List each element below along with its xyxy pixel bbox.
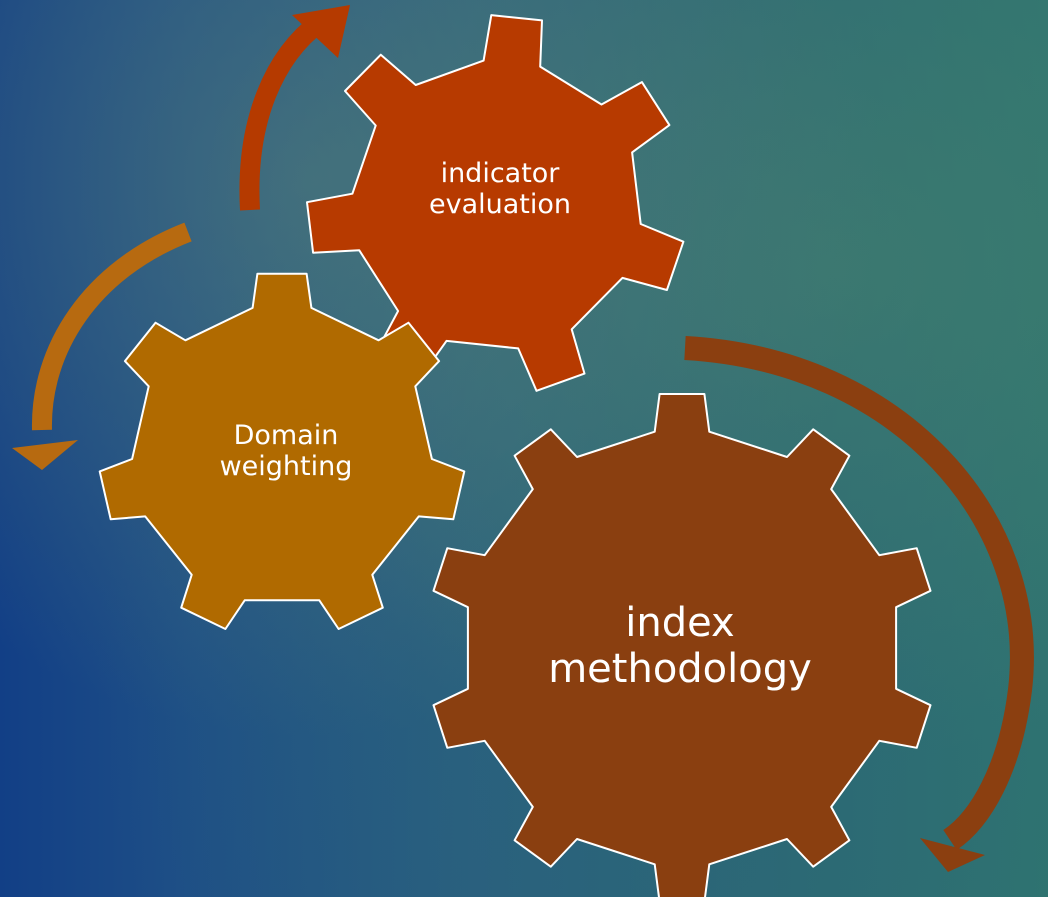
label-line: indicator (440, 158, 560, 189)
label-line: Domain (233, 420, 339, 451)
gear-index-methodology (432, 393, 932, 897)
cycle-arrows (12, 5, 1034, 872)
label-line: weighting (219, 451, 353, 483)
index-methodology-label: index methodology (520, 600, 840, 692)
arrow-left-shaft (31, 222, 192, 431)
label-line: index (625, 600, 735, 646)
arrow-top-head (292, 5, 350, 58)
label-line: evaluation (428, 189, 571, 221)
arrow-right-shaft (684, 336, 1034, 850)
arrow-right-head (920, 838, 985, 872)
arrow-top-shaft (239, 13, 327, 211)
indicator-evaluation-label: indicator evaluation (400, 158, 600, 220)
gear-indicator-evaluation (306, 14, 685, 392)
label-line: methodology (548, 646, 812, 692)
arrow-left-head (12, 440, 78, 470)
gear-domain-weighting (98, 272, 466, 630)
domain-weighting-label: Domain weighting (186, 420, 386, 482)
